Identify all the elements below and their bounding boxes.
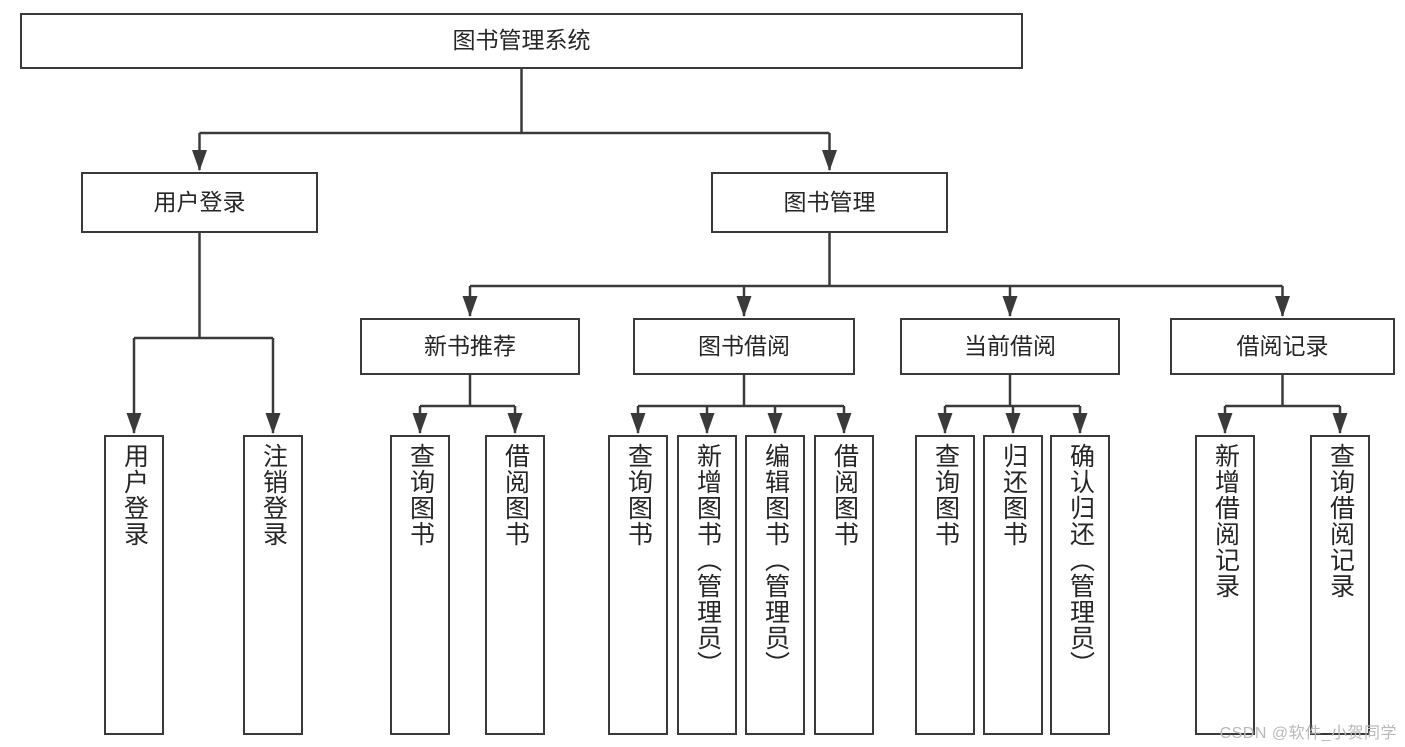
node-leaf-return-book: 归还图书 [983,435,1043,735]
node-current-borrow: 当前借阅 [900,318,1120,375]
arrowhead-user-login [192,150,207,171]
arrowhead-new-book-recommend [462,296,478,317]
arrowhead-leaf-query-book-3 [937,413,953,434]
node-book-borrow-label: 图书借阅 [698,332,790,359]
arrowhead-leaf-return-book [1005,413,1021,434]
node-leaf-confirm-return: 确认归还（管理员） [1050,435,1110,735]
node-root-label: 图书管理系统 [452,27,591,54]
node-leaf-add-book: 新增图书（管理员） [677,435,737,735]
arrowhead-leaf-confirm-return [1072,413,1088,434]
node-leaf-borrow-book-2: 借阅图书 [814,435,874,735]
node-book-borrow: 图书借阅 [633,318,855,375]
node-leaf-borrow-book-1: 借阅图书 [485,435,545,735]
arrowhead-leaf-add-book [699,413,715,434]
node-leaf-borrow-book-2-label: 借阅图书 [830,443,859,547]
node-root: 图书管理系统 [20,13,1023,69]
node-leaf-query-book-1-label: 查询图书 [406,443,435,547]
node-leaf-query-book-3: 查询图书 [915,435,975,735]
node-leaf-query-book-3-label: 查询图书 [931,443,960,547]
node-new-book-recommend-label: 新书推荐 [424,332,516,359]
node-leaf-edit-book: 编辑图书（管理员） [745,435,805,735]
node-book-manage: 图书管理 [711,172,948,233]
node-leaf-query-book-2: 查询图书 [608,435,668,735]
node-leaf-borrow-book-1-label: 借阅图书 [501,443,530,547]
node-current-borrow-label: 当前借阅 [964,332,1056,359]
node-user-login-label: 用户登录 [153,188,246,215]
arrowhead-leaf-user-logout [265,413,281,434]
node-leaf-return-book-label: 归还图书 [999,443,1028,547]
node-leaf-user-logout: 注销登录 [243,435,303,735]
arrowhead-leaf-user-login [126,413,142,434]
node-leaf-confirm-return-label: 确认归还（管理员） [1066,443,1095,677]
arrowhead-leaf-borrow-book-1 [507,413,523,434]
arrowhead-borrow-record [1275,296,1290,317]
node-leaf-edit-book-label: 编辑图书（管理员） [761,443,790,677]
node-leaf-user-logout-label: 注销登录 [259,443,288,547]
node-leaf-user-login: 用户登录 [104,435,164,735]
node-leaf-add-record-label: 新增借阅记录 [1211,443,1240,599]
arrowhead-book-manage [822,150,837,171]
arrowhead-leaf-query-record [1332,413,1348,434]
node-leaf-query-book-1: 查询图书 [390,435,450,735]
node-borrow-record: 借阅记录 [1170,318,1395,375]
node-leaf-query-record-label: 查询借阅记录 [1326,443,1355,599]
node-book-manage-label: 图书管理 [783,188,876,215]
arrowhead-leaf-borrow-book-2 [836,413,852,434]
node-leaf-query-book-2-label: 查询图书 [624,443,653,547]
node-leaf-query-record: 查询借阅记录 [1310,435,1370,735]
node-new-book-recommend: 新书推荐 [360,318,580,375]
node-borrow-record-label: 借阅记录 [1236,332,1329,359]
node-user-login: 用户登录 [81,172,318,233]
node-leaf-add-record: 新增借阅记录 [1195,435,1255,735]
node-leaf-user-login-label: 用户登录 [120,443,149,547]
arrowhead-current-borrow [1002,296,1018,317]
arrowhead-leaf-edit-book [767,413,783,434]
arrowhead-leaf-add-record [1217,413,1233,434]
node-leaf-add-book-label: 新增图书（管理员） [693,443,722,677]
arrowhead-leaf-query-book-2 [630,413,646,434]
arrowhead-leaf-query-book-1 [412,413,428,434]
arrowhead-book-borrow [736,296,752,317]
